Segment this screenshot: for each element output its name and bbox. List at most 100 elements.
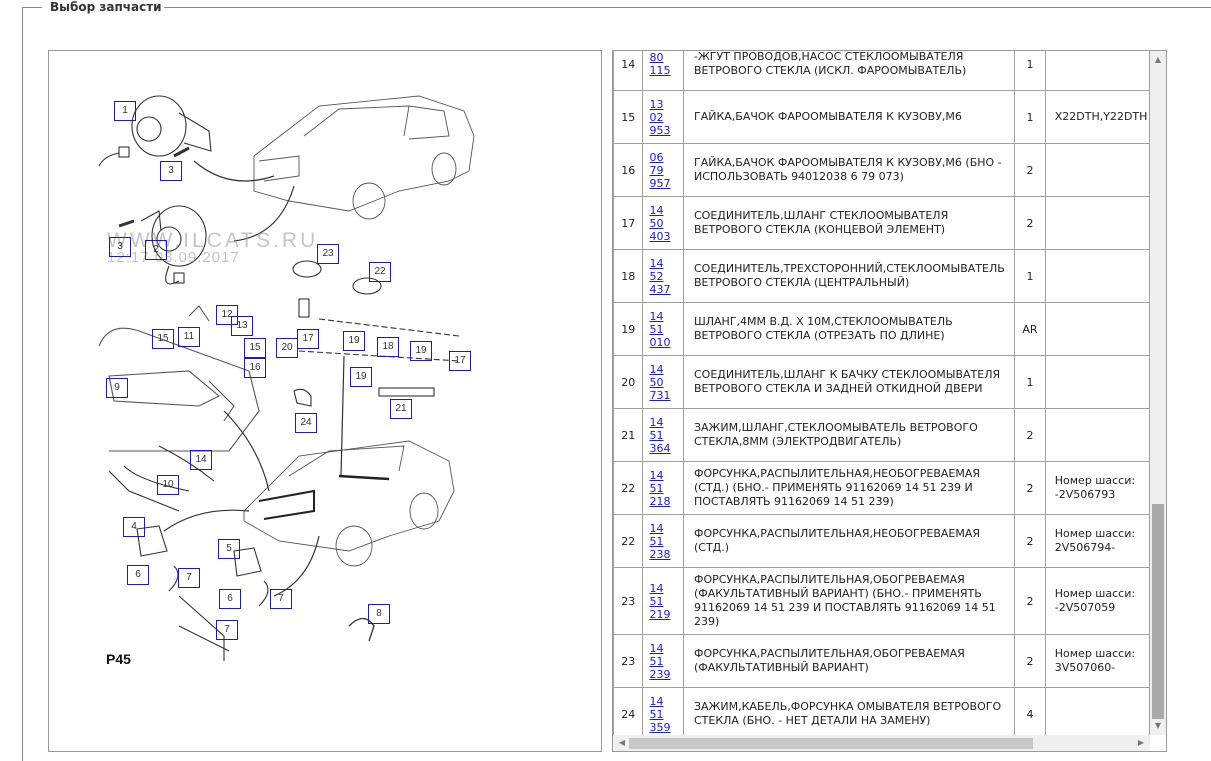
part-number-link[interactable]: 51 xyxy=(649,481,664,495)
callout-19[interactable]: 19 xyxy=(410,341,432,361)
part-number-link[interactable]: 115 xyxy=(649,64,671,77)
part-number-link[interactable]: 14 xyxy=(649,362,664,376)
part-number-link[interactable]: 437 xyxy=(649,282,671,296)
callout-19[interactable]: 19 xyxy=(343,331,365,351)
part-number-link[interactable]: 010 xyxy=(649,335,671,349)
callout-3[interactable]: 3 xyxy=(160,161,182,181)
callout-17[interactable]: 17 xyxy=(297,329,319,349)
vertical-scroll-thumb[interactable] xyxy=(1152,503,1164,719)
callout-5[interactable]: 5 xyxy=(218,539,240,559)
callout-4[interactable]: 4 xyxy=(123,517,145,537)
part-number-link[interactable]: 14 xyxy=(649,694,664,708)
part-quantity: 2 xyxy=(1014,634,1046,688)
callout-17[interactable]: 17 xyxy=(449,351,471,371)
callout-15[interactable]: 15 xyxy=(152,329,174,349)
callout-11[interactable]: 11 xyxy=(178,327,200,347)
part-number-link[interactable]: 51 xyxy=(649,534,664,548)
part-number-link[interactable]: 953 xyxy=(649,123,671,137)
part-number-link[interactable]: 14 xyxy=(649,415,664,429)
part-number-link[interactable]: 239 xyxy=(649,667,671,681)
callout-2[interactable]: 2 xyxy=(145,240,167,260)
arrow-right-icon[interactable]: ▶ xyxy=(1137,738,1145,747)
part-number-link[interactable]: 51 xyxy=(649,322,664,336)
part-number-link[interactable]: 50 xyxy=(649,375,664,389)
row-position-number: 21 xyxy=(613,408,644,462)
part-description: -ЖГУТ ПРОВОДОВ,НАСОС СТЕКЛООМЫВАТЕЛЯ ВЕТ… xyxy=(682,51,1016,91)
part-number-link[interactable]: 238 xyxy=(649,547,671,561)
callout-1[interactable]: 1 xyxy=(114,101,136,121)
part-number-link[interactable]: 52 xyxy=(649,269,664,283)
arrow-up-icon[interactable]: ▲ xyxy=(1154,55,1162,64)
vertical-scrollbar[interactable]: ▲ ▼ xyxy=(1150,51,1166,735)
callout-12[interactable]: 12 xyxy=(216,305,238,325)
callout-9[interactable]: 9 xyxy=(106,378,128,398)
part-number-link[interactable]: 06 xyxy=(649,150,664,164)
callout-19[interactable]: 19 xyxy=(350,367,372,387)
callout-15[interactable]: 15 xyxy=(244,338,266,358)
part-number-link[interactable]: 218 xyxy=(649,494,671,508)
part-number-link[interactable]: 14 xyxy=(649,203,664,217)
callout-21[interactable]: 21 xyxy=(390,399,412,419)
callout-7[interactable]: 7 xyxy=(216,620,238,640)
part-quantity: 2 xyxy=(1014,196,1046,250)
part-number-link[interactable]: 14 xyxy=(649,641,664,655)
callout-18[interactable]: 18 xyxy=(377,337,399,357)
part-number-link[interactable]: 219 xyxy=(649,607,671,621)
part-number-link[interactable]: 02 xyxy=(649,110,664,124)
callout-24[interactable]: 24 xyxy=(295,413,317,433)
part-number-link[interactable]: 14 xyxy=(649,521,664,535)
part-number-link[interactable]: 51 xyxy=(649,707,664,721)
arrow-left-icon[interactable]: ◀ xyxy=(618,738,626,747)
horizontal-scroll-thumb[interactable] xyxy=(629,738,1033,749)
part-number-link[interactable]: 14 xyxy=(649,468,664,482)
part-number-link[interactable]: 14 xyxy=(649,581,664,595)
callout-7[interactable]: 7 xyxy=(270,589,292,609)
part-number-link[interactable]: 79 xyxy=(649,163,664,177)
part-number-link[interactable]: 51 xyxy=(649,428,664,442)
part-number-link[interactable]: 731 xyxy=(649,388,671,402)
callout-16[interactable]: 16 xyxy=(244,358,266,378)
part-number-link[interactable]: 403 xyxy=(649,229,671,243)
callout-13[interactable]: 13 xyxy=(231,316,253,336)
horizontal-scrollbar[interactable]: ◀ ▶ xyxy=(613,735,1150,751)
callout-3[interactable]: 3 xyxy=(109,237,131,257)
callout-6[interactable]: 6 xyxy=(127,565,149,585)
part-number-link[interactable]: 13 xyxy=(649,97,664,111)
callout-10[interactable]: 10 xyxy=(157,475,179,495)
part-number-link[interactable]: 364 xyxy=(649,441,671,455)
part-number-link[interactable]: 51 xyxy=(649,654,664,668)
diagram-drawing xyxy=(98,95,475,661)
callout-7[interactable]: 7 xyxy=(178,568,200,588)
part-applicability-note xyxy=(1044,687,1150,735)
callout-22[interactable]: 22 xyxy=(369,262,391,282)
arrow-down-icon[interactable]: ▼ xyxy=(1154,721,1162,730)
callout-20[interactable]: 20 xyxy=(276,338,298,358)
part-number-link[interactable]: 80 xyxy=(649,51,664,64)
part-number-link[interactable]: 50 xyxy=(649,216,664,230)
part-number-link[interactable]: 14 xyxy=(649,309,664,323)
part-number-link[interactable]: 957 xyxy=(649,176,671,190)
part-number-link[interactable]: 51 xyxy=(649,594,664,608)
callout-8[interactable]: 8 xyxy=(368,604,390,624)
callout-23[interactable]: 23 xyxy=(317,244,339,264)
callout-6[interactable]: 6 xyxy=(219,589,241,609)
part-number-link[interactable]: 14 xyxy=(649,256,664,270)
callout-14[interactable]: 14 xyxy=(190,450,212,470)
part-number-link[interactable]: 359 xyxy=(649,720,671,734)
